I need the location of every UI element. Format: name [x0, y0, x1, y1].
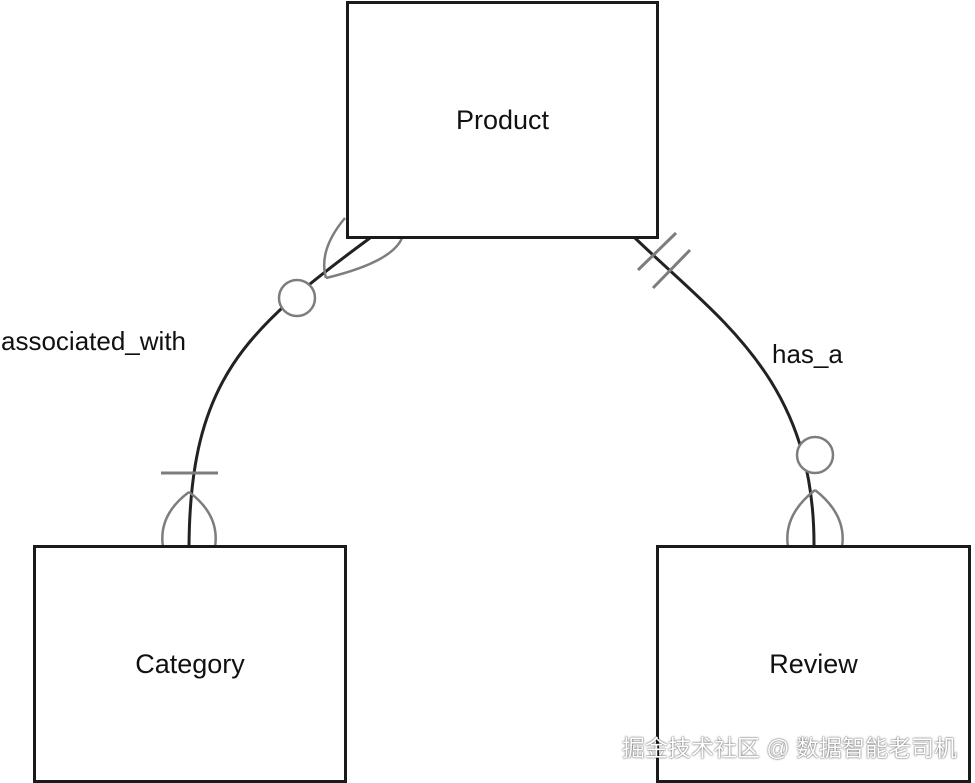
entity-category: Category	[33, 545, 347, 783]
crows-foot-category	[161, 490, 217, 548]
entity-review: Review	[656, 545, 971, 783]
crows-foot-review	[786, 489, 844, 548]
connector-product-review	[633, 236, 816, 548]
relationship-label-associated-with: associated_with	[1, 326, 186, 356]
watermark-text: 掘金技术社区 @ 数据智能老司机	[621, 735, 957, 761]
entity-category-label: Category	[135, 648, 245, 679]
entity-product-label: Product	[455, 104, 550, 135]
relationship-label-has-a: has_a	[772, 339, 843, 369]
entity-review-label: Review	[769, 648, 858, 679]
double-bar-product-review	[636, 231, 692, 290]
crows-foot-product-category	[322, 217, 404, 280]
zero-circle-review	[795, 435, 835, 475]
connector-product-category	[187, 236, 371, 548]
zero-circle-product-category	[277, 278, 317, 318]
entity-product: Product	[346, 1, 659, 239]
